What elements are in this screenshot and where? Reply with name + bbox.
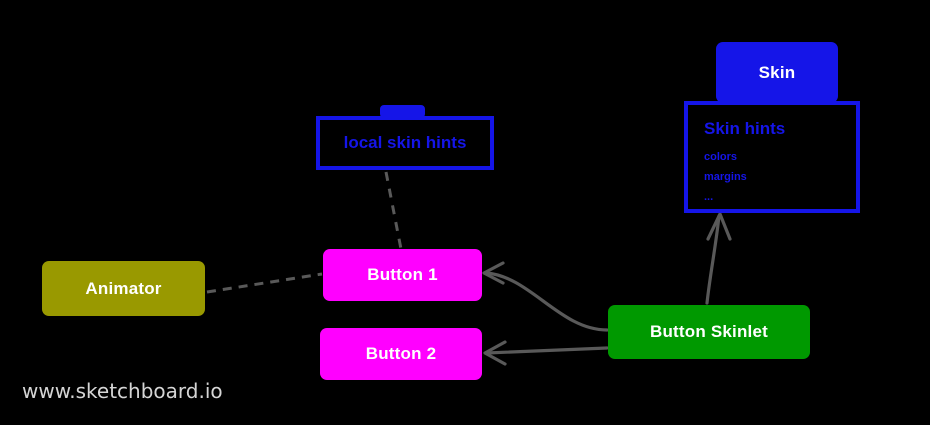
node-skin-hints-line-ellipsis: ...	[704, 191, 714, 203]
edge-button-skinlet-to-skin-hints	[705, 214, 721, 305]
edge-button-skinlet-to-button1	[484, 271, 609, 332]
node-skin-label: Skin	[758, 62, 796, 82]
node-button-1-label: Button 1	[367, 265, 438, 284]
node-local-skin-hints[interactable]: local skin hints	[316, 116, 494, 170]
node-button-2-label: Button 2	[365, 344, 437, 363]
node-skin-hints-line-colors: colors	[704, 151, 738, 163]
node-button-2[interactable]: Button 2	[320, 328, 482, 380]
sticky-tab-icon	[380, 105, 425, 118]
node-button-skinlet[interactable]: Button Skinlet	[608, 305, 810, 359]
node-button-1[interactable]: Button 1	[323, 249, 482, 301]
node-local-skin-hints-title: local skin hints	[343, 133, 467, 152]
node-animator[interactable]: Animator	[42, 261, 205, 316]
arrowhead-button1	[482, 261, 505, 285]
edge-button-skinlet-to-button2	[485, 346, 609, 355]
arrowhead-button2	[483, 340, 507, 366]
node-skin-hints[interactable]: Skin hints colors margins ...	[684, 101, 860, 213]
node-animator-label: Animator	[85, 278, 162, 298]
node-skin-hints-title: Skin hints	[704, 119, 786, 138]
edge-local-skin-hints-to-button1	[384, 171, 403, 250]
node-button-skinlet-label: Button Skinlet	[649, 322, 768, 341]
node-skin[interactable]: Skin	[716, 42, 838, 103]
arrowhead-skin-hints	[706, 212, 732, 241]
edge-animator-to-button1	[206, 272, 323, 294]
watermark: www.sketchboard.io	[22, 379, 223, 403]
node-skin-hints-line-margins: margins	[704, 171, 747, 183]
